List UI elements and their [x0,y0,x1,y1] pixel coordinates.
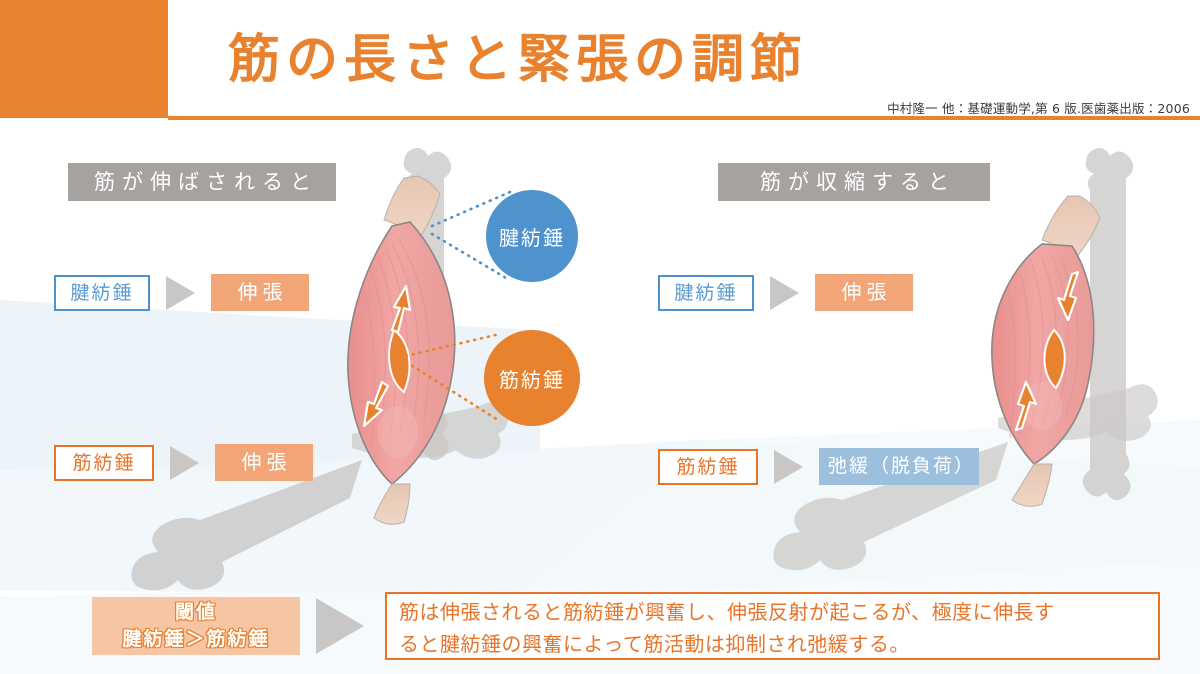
header-rule [168,116,1200,120]
arrow-right-large-icon [316,598,364,654]
header-accent-band [0,0,168,118]
citation-reference: 中村隆一 他：基礎運動学,第 6 版.医歯薬出版：2006 [887,101,1190,116]
arrow-right-icon [770,275,799,310]
result-tag-stretch-left-spindle[interactable]: 伸張 [215,444,313,481]
arrow-right-icon [774,449,803,484]
receptor-tag-tendon-right[interactable]: 腱紡錘 [658,274,754,311]
left-muscle-illustration [131,147,512,591]
callout-muscle-spindle[interactable]: 筋紡錘 [484,330,580,426]
flow-row-right-spindle: 筋紡錘 弛緩（脱負荷） [658,448,979,485]
receptor-tag-spindle-left[interactable]: 筋紡錘 [54,444,154,481]
receptor-tag-tendon-left[interactable]: 腱紡錘 [54,274,150,311]
flow-row-left-tendon: 腱紡錘 伸張 [54,274,309,311]
arrow-right-icon [170,445,199,480]
result-tag-stretch-right-tendon[interactable]: 伸張 [815,274,913,311]
section-header-contracted: 筋が収縮すると [718,163,990,201]
threshold-title: 閾値 [174,601,217,623]
arrow-right-icon [166,275,195,310]
flow-row-left-spindle: 筋紡錘 伸張 [54,444,313,481]
receptor-tag-spindle-right[interactable]: 筋紡錘 [658,448,758,485]
threshold-box: 閾値 腱紡錘＞筋紡錘 [92,597,300,655]
result-tag-relaxation-right-spindle[interactable]: 弛緩（脱負荷） [819,448,979,485]
flow-row-right-tendon: 腱紡錘 伸張 [658,274,913,311]
section-header-stretched: 筋が伸ばされると [68,163,336,201]
callout-tendon-organ[interactable]: 腱紡錘 [486,190,578,282]
summary-text-box: 筋は伸張されると筋紡錘が興奮し、伸張反射が起こるが、極度に伸長す ると腱紡錘の興… [385,592,1160,660]
result-tag-stretch-left-tendon[interactable]: 伸張 [211,274,309,311]
summary-line-1: 筋は伸張されると筋紡錘が興奮し、伸張反射が起こるが、極度に伸長す [399,600,1055,624]
threshold-relation: 腱紡錘＞筋紡錘 [122,628,270,650]
summary-line-2: ると腱紡錘の興奮によって筋活動は抑制され弛緩する。 [399,632,910,656]
page-title: 筋の長さと緊張の調節 [228,30,809,90]
